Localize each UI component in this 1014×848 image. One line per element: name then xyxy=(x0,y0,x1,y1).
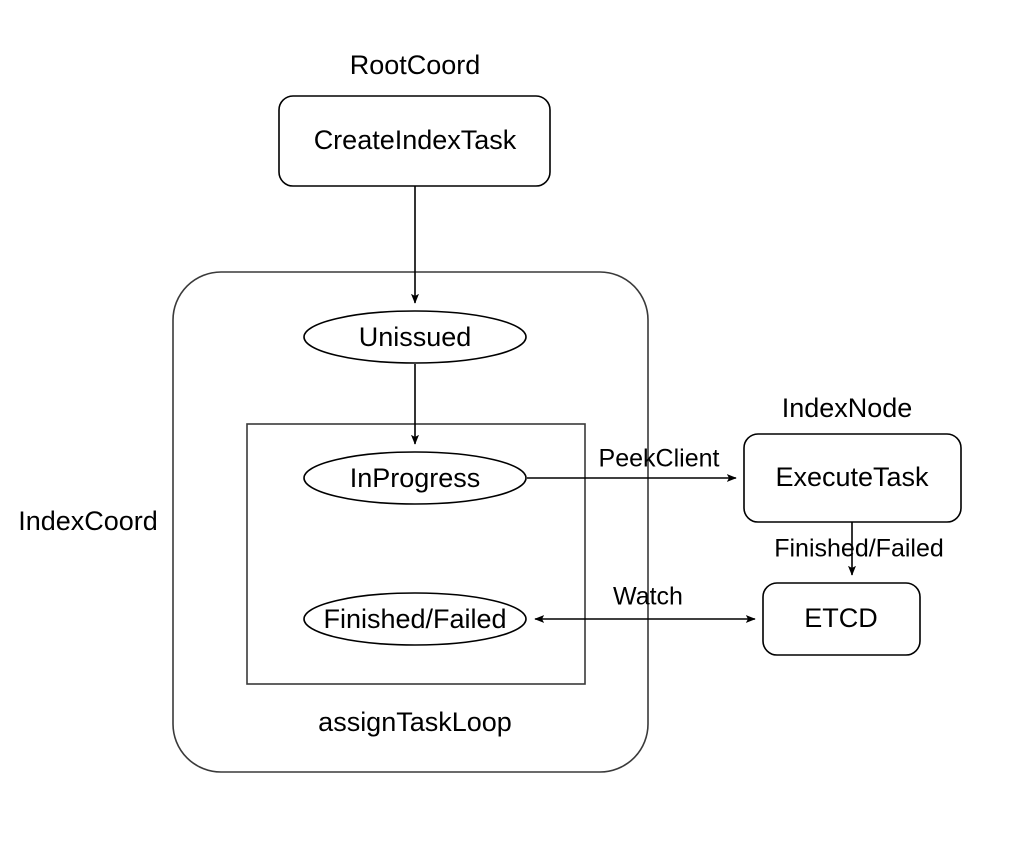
group-index-coord-boundary xyxy=(172,271,649,773)
node-execute-task[interactable]: ExecuteTask xyxy=(743,433,962,523)
in-progress-ellipse[interactable] xyxy=(303,451,527,505)
unissued-label: Unissued xyxy=(359,322,472,352)
node-create-index-task[interactable]: CreateIndexTask xyxy=(278,95,551,187)
execute-task-label: ExecuteTask xyxy=(775,462,929,492)
etcd-label: ETCD xyxy=(804,603,878,633)
node-etcd[interactable]: ETCD xyxy=(762,582,921,656)
node-unissued[interactable]: Unissued xyxy=(303,310,527,364)
unissued-ellipse[interactable] xyxy=(303,310,527,364)
execute-task-box[interactable] xyxy=(743,433,962,523)
finished-failed-ellipse[interactable] xyxy=(303,592,527,646)
edge-label-peek-client: PeekClient xyxy=(599,445,720,473)
create-index-task-label: CreateIndexTask xyxy=(314,125,517,155)
node-in-progress[interactable]: InProgress xyxy=(303,451,527,505)
in-progress-label: InProgress xyxy=(350,463,481,493)
edge-label-finished-failed: Finished/Failed xyxy=(774,535,944,563)
group-assign-task-loop-boundary xyxy=(246,423,586,685)
group-label-index-node: IndexNode xyxy=(782,393,913,423)
create-index-task-box[interactable] xyxy=(278,95,551,187)
node-finished-failed-state[interactable]: Finished/Failed xyxy=(303,592,527,646)
group-label-index-coord: IndexCoord xyxy=(18,506,158,536)
edge-label-watch: Watch xyxy=(613,583,683,611)
etcd-box[interactable] xyxy=(762,582,921,656)
group-label-assign-task-loop: assignTaskLoop xyxy=(318,707,512,737)
group-label-root-coord: RootCoord xyxy=(350,50,481,80)
finished-failed-label: Finished/Failed xyxy=(323,604,506,634)
